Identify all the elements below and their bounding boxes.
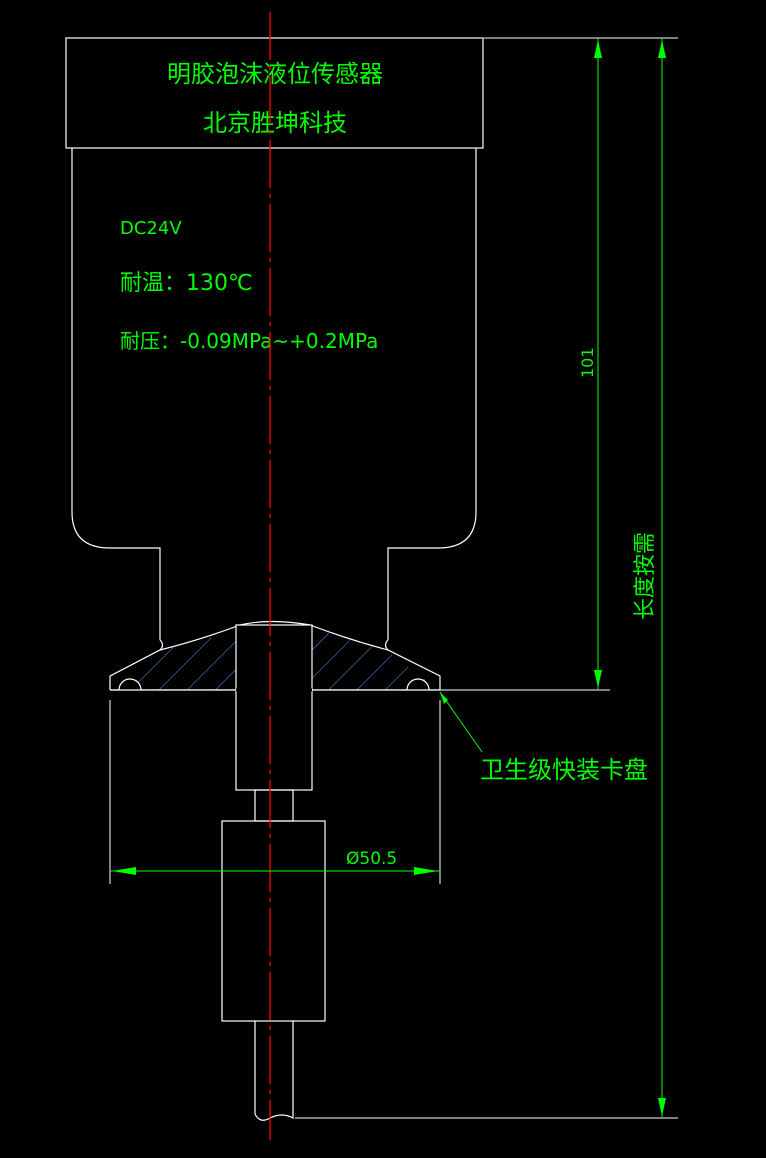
dimension-height: 101 — [440, 37, 610, 691]
title-line-1: 明胶泡沫液位传感器 — [167, 60, 383, 88]
dimension-length-label: 长度按需 — [633, 532, 658, 620]
probe — [221, 624, 326, 1121]
dimension-length: 长度按需 — [295, 37, 678, 1119]
probe-neck — [254, 789, 294, 822]
cap-outline — [65, 37, 484, 149]
flange-outline — [109, 620, 441, 691]
dimension-diameter: Ø50.5 — [109, 700, 441, 884]
title-block: 明胶泡沫液位传感器 北京胜坤科技 — [65, 37, 484, 149]
callout-clamp: 卫生级快装卡盘 — [439, 691, 648, 784]
sensor-body-outline — [71, 148, 477, 640]
title-line-2: 北京胜坤科技 — [203, 109, 347, 137]
spec-voltage: DC24V — [120, 218, 182, 239]
dimension-diameter-label: Ø50.5 — [346, 849, 397, 869]
callout-clamp-label: 卫生级快装卡盘 — [480, 756, 648, 784]
spec-temperature: 耐温：130℃ — [120, 271, 253, 296]
probe-upper-stem — [235, 624, 313, 791]
spec-block: DC24V 耐温：130℃ 耐压：-0.09MPa~+0.2MPa — [120, 218, 378, 353]
probe-sleeve — [221, 820, 326, 1022]
dimension-height-label: 101 — [578, 347, 597, 378]
spec-pressure: 耐压：-0.09MPa~+0.2MPa — [120, 329, 378, 353]
probe-rod — [254, 1021, 294, 1121]
